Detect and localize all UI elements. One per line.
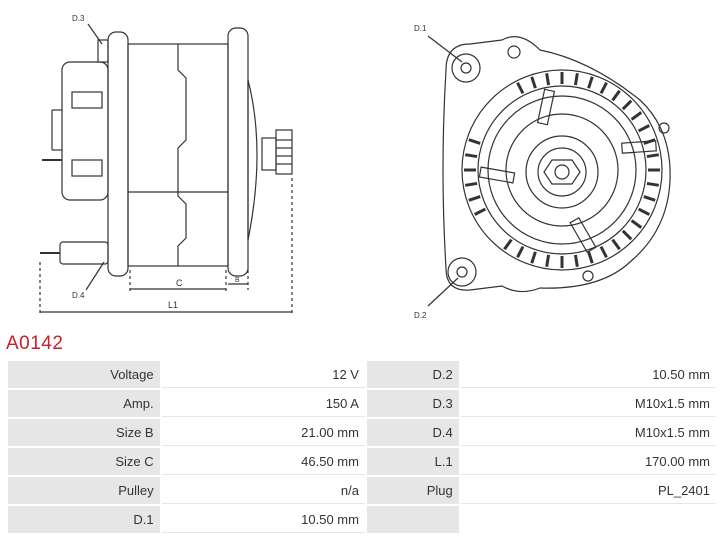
vent-slot	[530, 251, 537, 264]
rear-slot-bottom	[71, 159, 103, 177]
vent-slot	[646, 181, 660, 187]
spec-label: Voltage	[8, 361, 160, 388]
rear-cover	[61, 61, 109, 201]
spec-label: D.2	[366, 361, 459, 388]
spec-value: n/a	[161, 477, 365, 504]
vent-slot	[474, 207, 487, 216]
spec-value: 10.50 mm	[460, 361, 716, 388]
side-view	[39, 23, 293, 316]
spec-label: D.3	[366, 390, 459, 417]
vent-slot	[503, 238, 513, 251]
vent-slot	[599, 82, 608, 95]
spec-value	[460, 506, 716, 533]
product-code: A0142	[6, 333, 64, 354]
vent-ring-outer	[461, 69, 663, 271]
label-d4: D.4	[72, 291, 85, 300]
mount-ear-d1	[451, 53, 481, 83]
spec-label: Pulley	[8, 477, 160, 504]
d3-terminal	[97, 39, 109, 63]
spec-value: 170.00 mm	[460, 448, 716, 475]
front-housing	[247, 79, 258, 241]
label-l1: L1	[168, 300, 178, 310]
vent-slots	[464, 72, 660, 268]
vent-slot	[599, 245, 608, 258]
vent-slot	[643, 195, 656, 202]
stator-joint	[177, 44, 187, 266]
fan-inner	[505, 113, 619, 227]
vent-slot	[587, 76, 594, 89]
label-d3: D.3	[72, 14, 85, 23]
vent-slot	[630, 111, 643, 121]
spec-value: PL_2401	[460, 477, 716, 504]
spec-label: Size C	[8, 448, 160, 475]
vent-slot	[573, 254, 579, 268]
vent-slot	[621, 229, 633, 241]
vent-slot	[643, 138, 656, 145]
front-view	[427, 35, 671, 307]
spec-label: L.1	[366, 448, 459, 475]
vent-slot	[630, 219, 643, 229]
label-c: C	[176, 278, 183, 288]
vent-slot	[464, 153, 478, 159]
vent-slot	[516, 245, 525, 258]
vent-slot	[545, 254, 551, 268]
label-b: B	[235, 277, 240, 284]
vent-slot	[611, 89, 621, 102]
vent-slot	[516, 82, 525, 95]
technical-drawing: D.3 D.4 C B L1 D.1 D.2	[39, 14, 671, 320]
rear-slot-top	[71, 91, 103, 109]
vent-slot	[468, 138, 481, 145]
d4-terminal	[59, 241, 109, 265]
fan-outer	[487, 95, 637, 245]
vent-slot	[464, 181, 478, 187]
vent-ring-inner	[477, 85, 647, 255]
spec-value: M10x1.5 mm	[460, 419, 716, 446]
vent-slot	[621, 99, 633, 111]
spec-value: 12 V	[161, 361, 365, 388]
spec-value: 150 A	[161, 390, 365, 417]
spec-value: 21.00 mm	[161, 419, 365, 446]
vent-slot	[637, 124, 650, 133]
vent-slot	[573, 72, 579, 86]
shaft-nut	[543, 159, 581, 185]
front-bracket	[227, 27, 249, 277]
spec-label: D.4	[366, 419, 459, 446]
spec-value: 10.50 mm	[161, 506, 365, 533]
spec-label	[366, 506, 459, 533]
shaft-collar	[261, 137, 277, 171]
spec-label: Plug	[366, 477, 459, 504]
spec-label: Size B	[8, 419, 160, 446]
spec-value: M10x1.5 mm	[460, 390, 716, 417]
vent-slot	[637, 207, 650, 216]
vent-slot	[611, 238, 621, 251]
vent-slot	[545, 72, 551, 86]
vent-slot	[587, 251, 594, 264]
spec-label: D.1	[8, 506, 160, 533]
hub	[525, 135, 599, 209]
shaft-spline	[275, 129, 293, 175]
mount-ear-d2	[447, 257, 477, 287]
label-d1: D.1	[414, 24, 427, 33]
vent-slot	[468, 195, 481, 202]
vent-slot	[530, 76, 537, 89]
spec-value: 46.50 mm	[161, 448, 365, 475]
housing-outline	[442, 36, 671, 293]
rear-bracket	[107, 31, 129, 277]
label-d2: D.2	[414, 311, 427, 320]
spec-label: Amp.	[8, 390, 160, 417]
vent-slot	[646, 153, 660, 159]
